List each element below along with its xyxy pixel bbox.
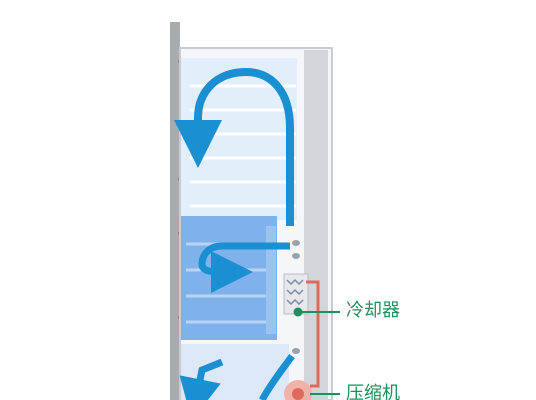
cooler-leader [293, 307, 340, 317]
refrigerant-pipe [306, 280, 320, 388]
middle-drawer-edge [266, 226, 276, 334]
arrow-icon-lower-left [179, 358, 224, 400]
compressor-label: 压缩机 [346, 383, 400, 400]
cooler-label: 冷却器 [346, 300, 400, 321]
back-panel [304, 50, 328, 400]
coil-icon [283, 273, 309, 315]
compressor-icon [284, 380, 312, 400]
arrow-icon-lower-right [258, 353, 295, 400]
arrow-icon-middle [198, 242, 290, 293]
arrow-icon-upper [174, 67, 294, 226]
vent-dots [292, 240, 300, 354]
front-wall [170, 22, 180, 400]
